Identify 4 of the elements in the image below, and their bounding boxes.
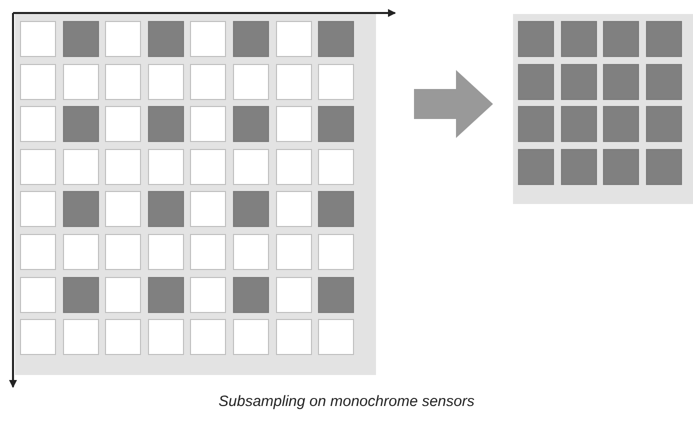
pixel-grid-panel	[513, 14, 693, 204]
pixel-grid-panel	[15, 14, 376, 375]
block-arrow	[414, 70, 493, 138]
caption: Subsampling on monochrome sensors	[218, 392, 476, 412]
